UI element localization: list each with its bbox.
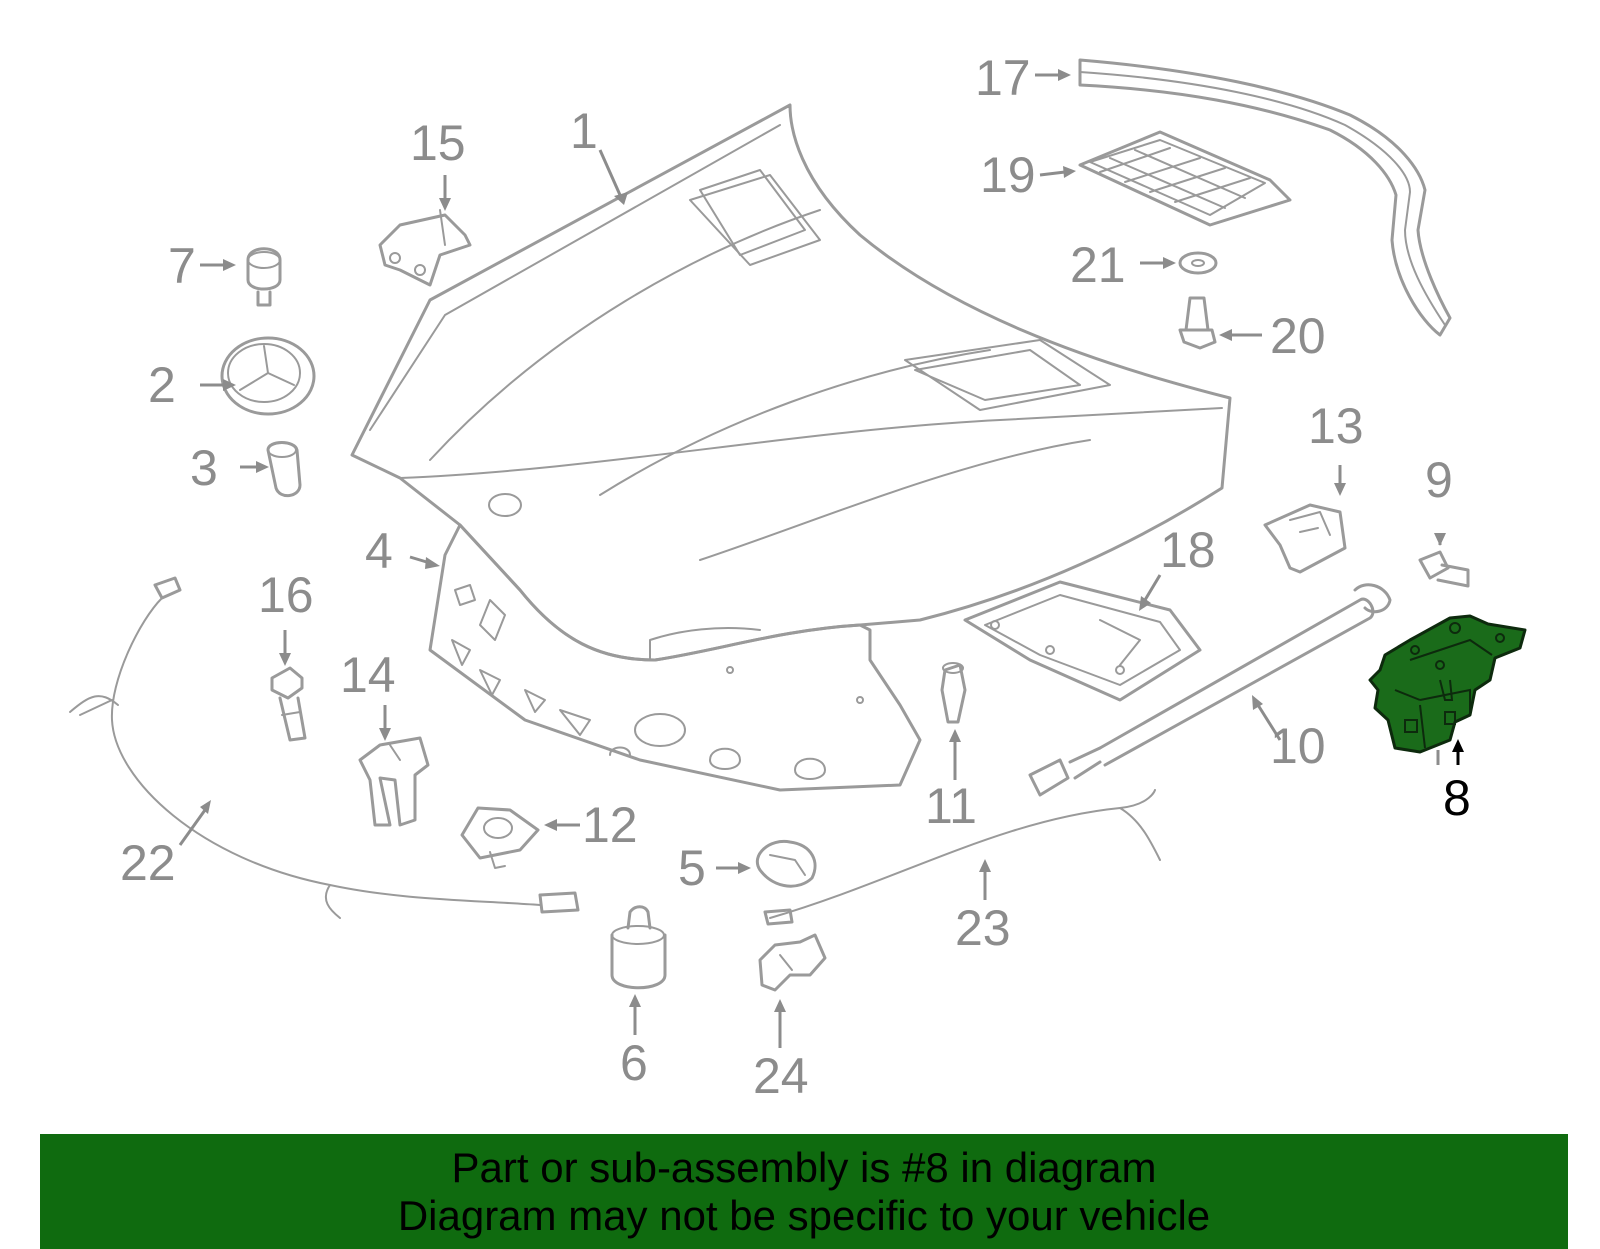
part-10-gas-strut[interactable] bbox=[1028, 583, 1392, 797]
part-1-hood[interactable] bbox=[350, 103, 1232, 662]
part-2-emblem[interactable] bbox=[220, 336, 316, 416]
part-16-clip[interactable] bbox=[270, 666, 307, 742]
callout-3: 3 bbox=[190, 440, 218, 496]
callout-23: 23 bbox=[955, 900, 1011, 956]
callout-18: 18 bbox=[1160, 522, 1216, 578]
part-21-washer[interactable] bbox=[1178, 251, 1218, 275]
part-6-bumper[interactable] bbox=[610, 905, 667, 990]
callout-11: 11 bbox=[925, 778, 977, 834]
callout-1: 1 bbox=[570, 103, 598, 159]
part-18-cover[interactable] bbox=[963, 580, 1202, 702]
part-12-receiver[interactable] bbox=[460, 806, 540, 869]
callout-2: 2 bbox=[148, 357, 176, 413]
part-24-bracket[interactable] bbox=[758, 933, 827, 992]
part-20-bolt[interactable] bbox=[1178, 296, 1217, 350]
callout-20: 20 bbox=[1270, 308, 1326, 364]
callout-14: 14 bbox=[340, 647, 396, 703]
part-23-cable[interactable] bbox=[763, 789, 1161, 926]
callout-5: 5 bbox=[678, 840, 706, 896]
banner-line-1: Part or sub-assembly is #8 in diagram bbox=[451, 1144, 1157, 1191]
part-7-bump-stop[interactable] bbox=[246, 247, 282, 307]
callout-22: 22 bbox=[120, 835, 176, 891]
callout-4: 4 bbox=[365, 523, 393, 579]
part-9-bolt[interactable] bbox=[1418, 550, 1470, 588]
callout-7: 7 bbox=[168, 238, 196, 294]
part-5-clip[interactable] bbox=[755, 839, 817, 888]
part-8-hood-latch[interactable] bbox=[1368, 614, 1527, 754]
callout-9: 9 bbox=[1425, 452, 1453, 508]
part-15-bracket[interactable] bbox=[378, 209, 472, 287]
callout-12: 12 bbox=[582, 797, 638, 853]
callout-10: 10 bbox=[1270, 718, 1326, 774]
banner-line-2: Diagram may not be specific to your vehi… bbox=[397, 1192, 1211, 1239]
callout-6: 6 bbox=[620, 1035, 648, 1091]
part-17-seal[interactable] bbox=[1078, 58, 1452, 337]
callout-15: 15 bbox=[410, 115, 466, 171]
callout-8: 8 bbox=[1443, 770, 1471, 826]
part-22-cable[interactable] bbox=[69, 576, 580, 919]
part-3-grommet[interactable] bbox=[266, 441, 302, 497]
callout-labels: 1 2 3 4 5 6 7 8 9 10 11 12 13 14 15 16 1… bbox=[120, 50, 1471, 1104]
part-14-bracket[interactable] bbox=[358, 736, 430, 827]
part-13-bracket[interactable] bbox=[1263, 503, 1347, 574]
callout-13: 13 bbox=[1308, 398, 1364, 454]
part-11-stud[interactable] bbox=[940, 662, 967, 724]
info-banner: Part or sub-assembly is #8 in diagram Di… bbox=[40, 1134, 1568, 1249]
callout-17: 17 bbox=[975, 50, 1031, 106]
callout-19: 19 bbox=[980, 147, 1036, 203]
leader-arrows bbox=[178, 69, 1464, 1048]
callout-24: 24 bbox=[753, 1048, 809, 1104]
part-19-grille[interactable] bbox=[1078, 130, 1292, 227]
callout-16: 16 bbox=[258, 567, 314, 623]
part-4-hood-frame[interactable] bbox=[428, 523, 922, 792]
parts-diagram: 1 2 3 4 5 6 7 8 9 10 11 12 13 14 15 16 1… bbox=[69, 50, 1527, 1104]
callout-21: 21 bbox=[1070, 237, 1126, 293]
